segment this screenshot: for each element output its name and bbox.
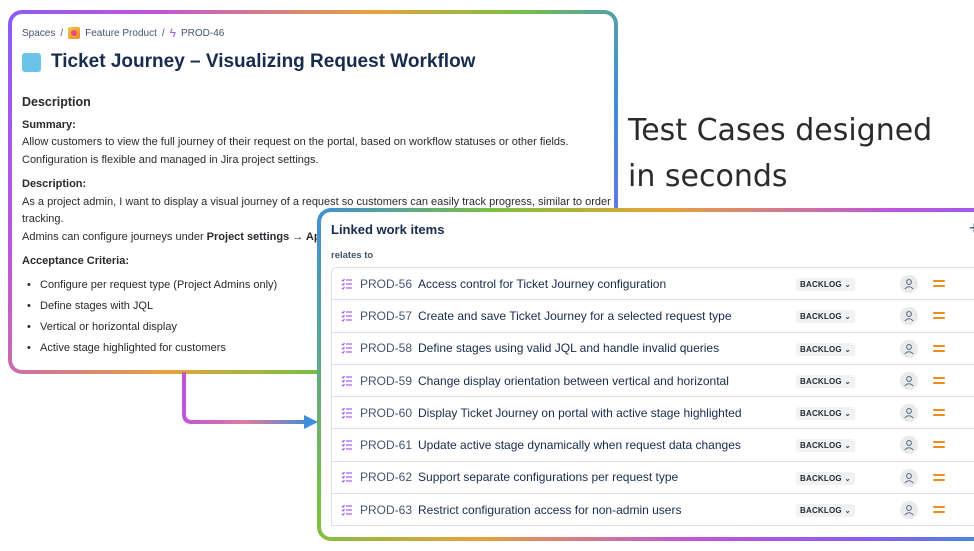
story-list-icon xyxy=(341,375,352,387)
issue-type-icon xyxy=(22,52,41,72)
story-list-icon xyxy=(341,407,352,419)
user-avatar-icon[interactable] xyxy=(900,436,918,455)
feature-product-icon xyxy=(68,27,81,39)
summary-label: Summary: xyxy=(22,118,76,131)
headline: Test Cases designed in seconds xyxy=(628,108,968,200)
headline-line-1: Test Cases designed xyxy=(628,113,933,148)
story-list-icon xyxy=(341,472,352,484)
status-dropdown[interactable]: BACKLOG ⌄ xyxy=(796,278,856,291)
priority-medium-icon xyxy=(933,440,945,450)
issue-card: Spaces / Feature Product / ϟ PROD-46 Tic… xyxy=(12,14,614,370)
breadcrumb-project[interactable]: Feature Product xyxy=(85,27,157,39)
summary-text-1: Allow customers to view the full journey… xyxy=(22,136,569,148)
criteria-item: Active stage highlighted for customers xyxy=(22,340,612,358)
description-text-2: tracking. xyxy=(22,213,64,225)
description-text-3-prefix: Admins can configure journeys under xyxy=(22,230,207,243)
story-list-icon xyxy=(341,504,352,516)
issue-key-link[interactable]: PROD-60 xyxy=(360,405,413,420)
breadcrumb-separator: / xyxy=(161,27,165,39)
user-avatar-icon[interactable] xyxy=(900,371,918,390)
user-avatar-icon[interactable] xyxy=(900,307,918,326)
issue-key-link[interactable]: PROD-56 xyxy=(360,276,413,291)
issue-summary-link[interactable]: Restrict configuration access for non-ad… xyxy=(418,502,682,517)
add-link-button[interactable]: + xyxy=(969,218,974,239)
issue-card-frame: Spaces / Feature Product / ϟ PROD-46 Tic… xyxy=(8,10,618,374)
acceptance-label: Acceptance Criteria: xyxy=(22,255,129,267)
status-dropdown[interactable]: BACKLOG ⌄ xyxy=(796,310,856,324)
linked-items-title: Linked work items xyxy=(331,222,445,237)
status-dropdown[interactable]: BACKLOG ⌄ xyxy=(796,439,856,453)
priority-medium-icon xyxy=(933,311,945,321)
description-section[interactable]: Description Summary: Allow customers to … xyxy=(22,94,612,362)
bolt-icon: ϟ xyxy=(169,26,176,40)
story-list-icon xyxy=(341,439,352,452)
project-settings-path: Project settings → Apps xyxy=(206,230,334,243)
linked-item-row[interactable]: PROD-62 Support separate configurations p… xyxy=(332,462,974,495)
criteria-item: Vertical or horizontal display xyxy=(22,319,612,337)
linked-items-panel: Linked work items + relates to PROD-56 Ac… xyxy=(321,212,974,537)
breadcrumb: Spaces / Feature Product / ϟ PROD-46 xyxy=(22,27,224,39)
status-dropdown[interactable]: BACKLOG ⌄ xyxy=(796,471,856,485)
issue-summary-link[interactable]: Create and save Ticket Journey for a sel… xyxy=(418,308,732,323)
priority-medium-icon xyxy=(933,279,945,289)
summary-text-2: Configuration is flexible and managed in… xyxy=(22,153,319,166)
summary-block: Summary: Allow customers to view the ful… xyxy=(22,117,612,170)
status-dropdown[interactable]: BACKLOG ⌄ xyxy=(796,504,856,518)
priority-medium-icon xyxy=(933,473,945,483)
status-dropdown[interactable]: BACKLOG ⌄ xyxy=(796,407,856,421)
description-block: Description: As a project admin, I want … xyxy=(22,176,612,246)
user-avatar-icon[interactable] xyxy=(900,339,918,358)
story-list-icon xyxy=(341,310,352,322)
criteria-item: Define stages with JQL xyxy=(22,298,612,316)
user-avatar-icon[interactable] xyxy=(900,468,918,487)
priority-medium-icon xyxy=(933,408,945,418)
linked-item-row[interactable]: PROD-57 Create and save Ticket Journey fo… xyxy=(332,300,974,333)
status-dropdown[interactable]: BACKLOG ⌄ xyxy=(796,342,856,356)
user-avatar-icon[interactable] xyxy=(900,501,918,520)
issue-summary-link[interactable]: Access control for Ticket Journey config… xyxy=(418,276,667,291)
acceptance-block: Acceptance Criteria: Configure per reque… xyxy=(22,253,612,357)
description-label: Description: xyxy=(22,178,87,190)
user-avatar-icon[interactable] xyxy=(900,275,918,293)
linked-items-frame: Linked work items + relates to PROD-56 Ac… xyxy=(317,208,974,541)
linked-item-row[interactable]: PROD-59 Change display orientation betwee… xyxy=(332,365,974,398)
issue-summary-link[interactable]: Support separate configurations per requ… xyxy=(418,470,679,485)
issue-key-link[interactable]: PROD-61 xyxy=(360,438,413,453)
issue-summary-link[interactable]: Display Ticket Journey on portal with ac… xyxy=(418,405,742,420)
criteria-list: Configure per request type (Project Admi… xyxy=(22,277,612,358)
issue-key-link[interactable]: PROD-57 xyxy=(360,308,413,323)
connector-arrow xyxy=(182,372,318,429)
linked-item-row[interactable]: PROD-58 Define stages using valid JQL and… xyxy=(332,333,974,365)
breadcrumb-issue-key[interactable]: PROD-46 xyxy=(181,27,225,39)
criteria-item: Configure per request type (Project Admi… xyxy=(22,277,612,295)
issue-key-link[interactable]: PROD-59 xyxy=(360,373,413,388)
description-text-1: As a project admin, I want to display a … xyxy=(22,195,611,208)
priority-medium-icon xyxy=(933,344,945,354)
story-list-icon xyxy=(341,342,352,355)
status-dropdown[interactable]: BACKLOG ⌄ xyxy=(796,374,856,388)
headline-line-2: in seconds xyxy=(628,159,788,194)
priority-medium-icon xyxy=(933,505,945,515)
issue-summary-link[interactable]: Change display orientation between verti… xyxy=(418,373,729,388)
linked-item-row[interactable]: PROD-56 Access control for Ticket Journey… xyxy=(332,268,974,301)
issue-summary-link[interactable]: Update active stage dynamically when req… xyxy=(418,438,741,453)
breadcrumb-separator: / xyxy=(60,27,64,39)
issue-key-link[interactable]: PROD-58 xyxy=(360,341,413,356)
issue-summary-link[interactable]: Define stages using valid JQL and handle… xyxy=(418,341,720,356)
relates-to-label: relates to xyxy=(331,250,374,261)
linked-item-row[interactable]: PROD-63 Restrict configuration access for… xyxy=(332,494,974,527)
breadcrumb-spaces[interactable]: Spaces xyxy=(22,27,56,39)
description-text-3: Admins can configure journeys under Proj… xyxy=(22,229,612,247)
story-list-icon xyxy=(341,278,352,290)
issue-key-link[interactable]: PROD-62 xyxy=(360,470,413,485)
linked-item-row[interactable]: PROD-61 Update active stage dynamically w… xyxy=(332,429,974,462)
priority-medium-icon xyxy=(933,376,945,386)
linked-items-list: PROD-56 Access control for Ticket Journey… xyxy=(331,267,974,527)
issue-key-link[interactable]: PROD-63 xyxy=(360,502,413,517)
linked-item-row[interactable]: PROD-60 Display Ticket Journey on portal … xyxy=(332,397,974,430)
page-title[interactable]: Ticket Journey – Visualizing Request Wor… xyxy=(51,51,476,72)
description-heading: Description xyxy=(22,95,91,109)
issue-title-row: Ticket Journey – Visualizing Request Wor… xyxy=(22,51,475,73)
user-avatar-icon[interactable] xyxy=(900,404,918,423)
